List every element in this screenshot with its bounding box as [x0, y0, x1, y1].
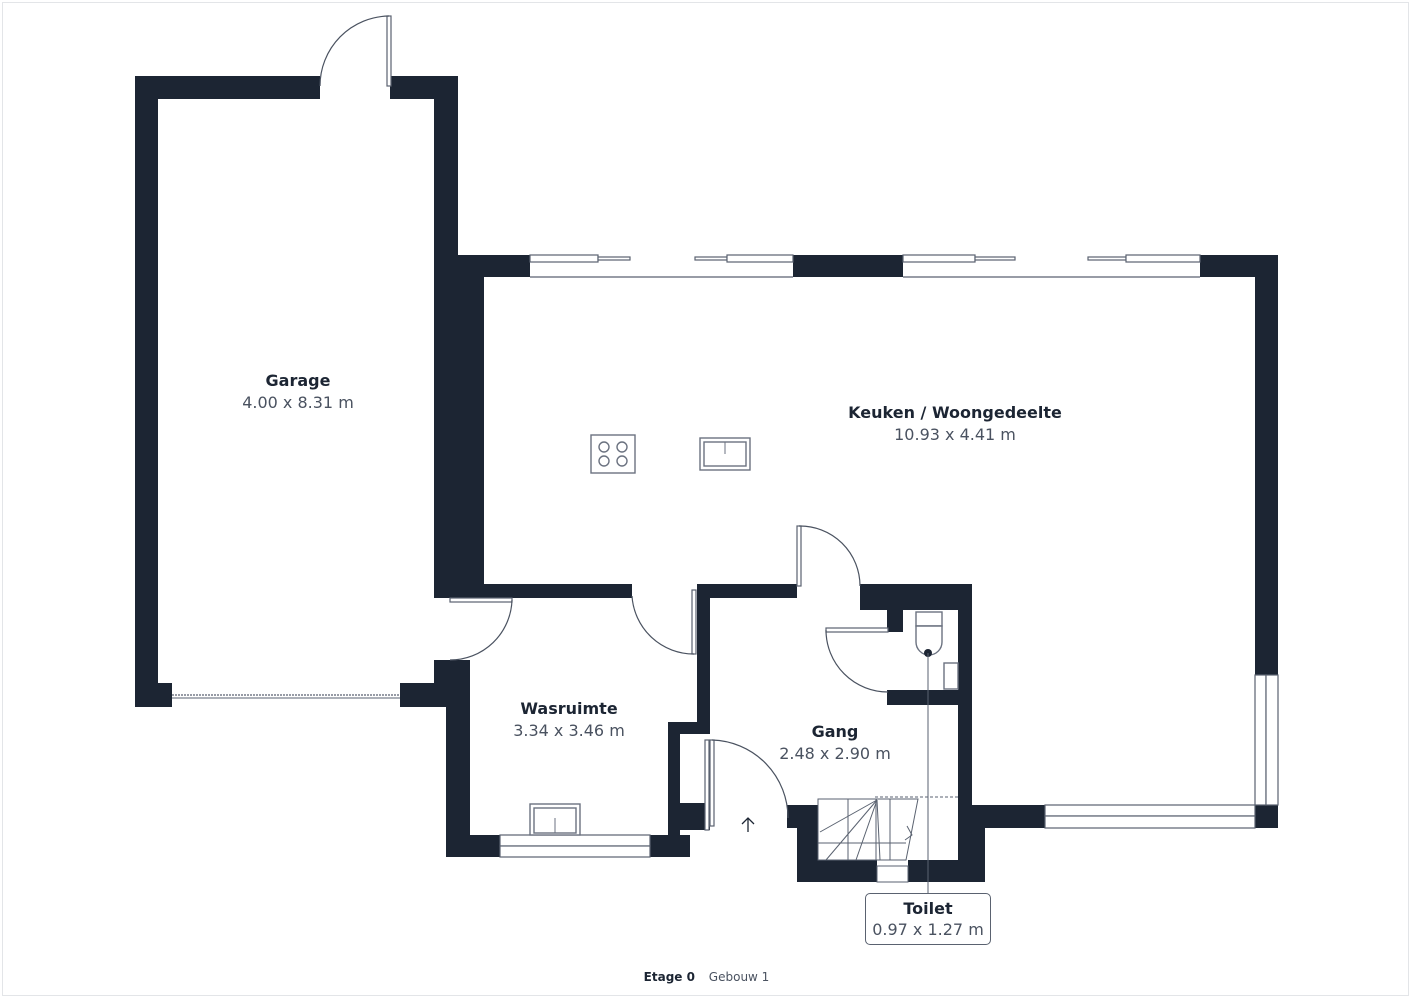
room-name: Toilet [903, 899, 953, 918]
doors [319, 15, 889, 827]
walls [135, 76, 1278, 882]
room-label-toilet: Toilet 0.97 x 1.27 m [865, 893, 991, 945]
windows [172, 254, 1279, 858]
room-name: Wasruimte [520, 699, 618, 718]
room-dimensions: 0.97 x 1.27 m [872, 920, 984, 939]
building-label: Gebouw 1 [708, 970, 770, 984]
room-name: Garage [265, 371, 331, 390]
room-name: Gang [811, 722, 859, 741]
sink-icon [529, 803, 581, 836]
room-label-gang: Gang 2.48 x 2.90 m [779, 722, 891, 763]
room-label-keuken: Keuken / Woongedeelte 10.93 x 4.41 m [848, 403, 1062, 444]
room-dimensions: 4.00 x 8.31 m [242, 393, 354, 412]
footer: Etage 0 Gebouw 1 [0, 970, 1413, 984]
room-dimensions: 10.93 x 4.41 m [894, 425, 1016, 444]
entrance-arrow-icon [741, 817, 755, 832]
sink-icon [699, 437, 751, 471]
room-dimensions: 3.34 x 3.46 m [513, 721, 625, 740]
floor-label: Etage 0 [643, 970, 695, 984]
room-name: Keuken / Woongedeelte [848, 403, 1062, 422]
stairs-icon [817, 796, 958, 883]
toilet-icon [915, 611, 959, 690]
room-dimensions: 2.48 x 2.90 m [779, 744, 891, 763]
room-label-wasruimte: Wasruimte 3.34 x 3.46 m [513, 699, 625, 740]
hob-icon [590, 434, 636, 474]
room-label-garage: Garage 4.00 x 8.31 m [242, 371, 354, 412]
